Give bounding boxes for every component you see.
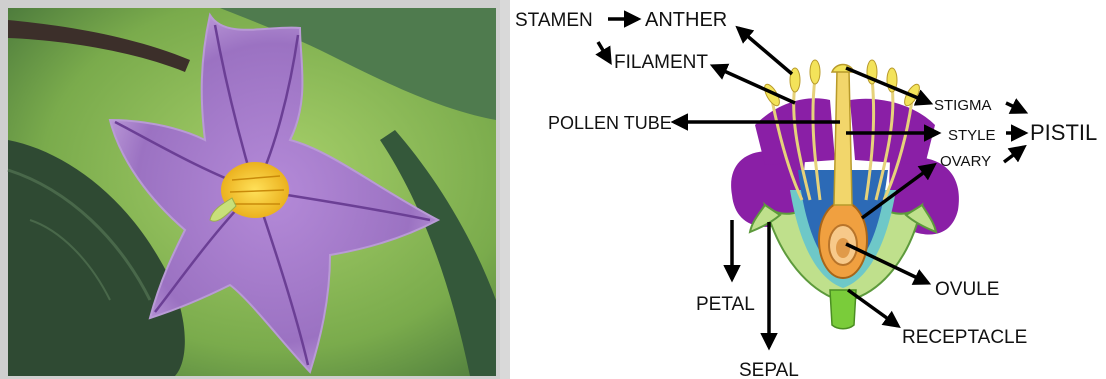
- style-shape: [834, 70, 852, 205]
- arrow-stigma-pistil: [1006, 103, 1025, 112]
- arrow-anther: [738, 28, 792, 74]
- label-ovule: OVULE: [935, 279, 999, 300]
- flower-diagram: STAMEN ANTHER FILAMENT POLLEN TUBE STIGM…: [510, 0, 1106, 379]
- label-petal: PETAL: [696, 294, 755, 315]
- arrow-stamen-filament: [598, 42, 610, 62]
- label-receptacle: RECEPTACLE: [902, 327, 1027, 348]
- receptacle-shape: [830, 290, 856, 329]
- ovule-core: [836, 238, 850, 258]
- arrow-filament: [713, 66, 795, 103]
- label-stigma: STIGMA: [934, 97, 992, 114]
- label-pollen-tube: POLLEN TUBE: [548, 113, 672, 133]
- label-pistil: PISTIL: [1030, 120, 1097, 145]
- arrow-ovary-pistil: [1004, 147, 1024, 162]
- flower-photo-illustration: [0, 0, 500, 379]
- label-sepal: SEPAL: [739, 360, 799, 379]
- label-anther: ANTHER: [645, 9, 727, 31]
- label-stamen: STAMEN: [515, 10, 593, 31]
- label-filament: FILAMENT: [614, 52, 708, 73]
- label-ovary: OVARY: [940, 153, 991, 170]
- flower-photo: [0, 0, 500, 379]
- label-style: STYLE: [948, 127, 996, 144]
- flower-diagram-svg: STAMEN ANTHER FILAMENT POLLEN TUBE STIGM…: [510, 0, 1106, 379]
